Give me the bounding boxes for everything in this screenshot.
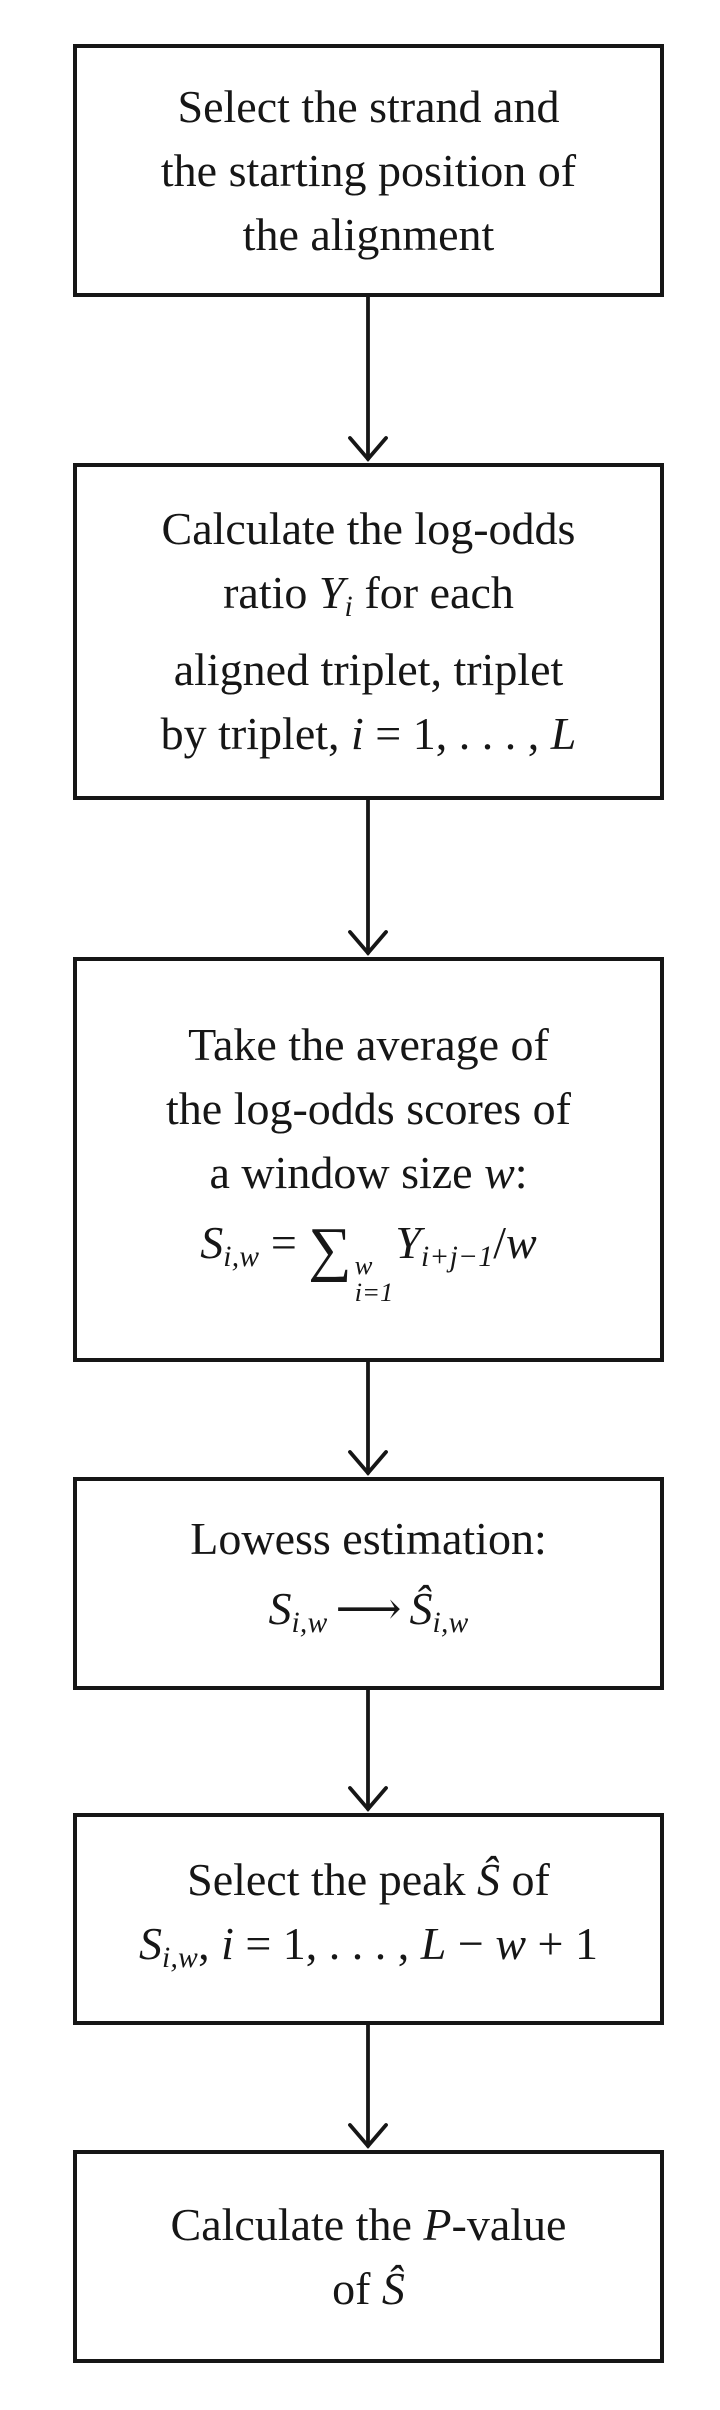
step-text-line: by triplet, i = 1, . . . , L	[160, 708, 577, 760]
step-text-line: Select the peak Ŝ of	[187, 1854, 550, 1906]
step-text-line: Calculate the log-odds	[161, 502, 576, 554]
step-text-line: Lowess estimation:	[190, 1512, 547, 1564]
step-text-line: the alignment	[242, 208, 495, 260]
down-arrow-icon	[348, 295, 388, 462]
step-formula-line: Si,w⟶Ŝi,w	[268, 1582, 469, 1639]
step-text-line: ratio Yi for each	[223, 566, 514, 623]
step-text-line: a window size w:	[209, 1146, 528, 1198]
step-text-line: the starting position of	[160, 144, 577, 196]
step-text-line: of Ŝ	[332, 2262, 405, 2314]
flow-step-lowess-estimation: Lowess estimation: Si,w⟶Ŝi,w	[73, 1477, 664, 1690]
step-formula-line: Si,w, i = 1, . . . , L − w + 1	[139, 1918, 598, 1974]
step-text-line: aligned triplet, triplet	[173, 644, 564, 696]
flow-step-select-strand: Select the strand and the starting posit…	[73, 44, 664, 297]
down-arrow-icon	[348, 1360, 388, 1476]
step-text-line: the log-odds scores of	[166, 1082, 571, 1134]
flow-step-select-peak: Select the peak Ŝ of Si,w, i = 1, . . . …	[73, 1813, 664, 2025]
down-arrow-icon	[348, 1688, 388, 1812]
flow-step-calculate-log-odds: Calculate the log-odds ratio Yi for each…	[73, 463, 664, 800]
step-text-line: Select the strand and	[177, 80, 560, 132]
flow-step-average-window: Take the average of the log-odds scores …	[73, 957, 664, 1362]
flow-step-calculate-p-value: Calculate the P-value of Ŝ	[73, 2150, 664, 2363]
step-text-line: Take the average of	[188, 1018, 549, 1070]
down-arrow-icon	[348, 2023, 388, 2149]
down-arrow-icon	[348, 798, 388, 956]
step-text-line: Calculate the P-value	[170, 2198, 567, 2250]
